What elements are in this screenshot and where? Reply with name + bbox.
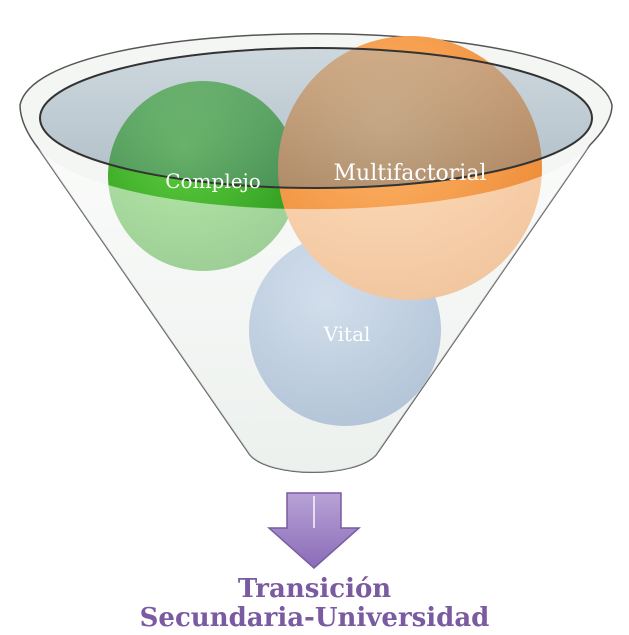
label-vital: Vital bbox=[323, 322, 371, 346]
down-arrow-icon bbox=[267, 492, 361, 570]
output-title-line2: Secundaria-Universidad bbox=[139, 603, 490, 633]
label-complejo: Complejo bbox=[165, 169, 261, 193]
output-title-line1: Transición bbox=[237, 574, 392, 604]
funnel-mouth bbox=[39, 47, 593, 189]
label-multifactorial: Multifactorial bbox=[334, 161, 487, 186]
funnel-front bbox=[38, 145, 590, 473]
